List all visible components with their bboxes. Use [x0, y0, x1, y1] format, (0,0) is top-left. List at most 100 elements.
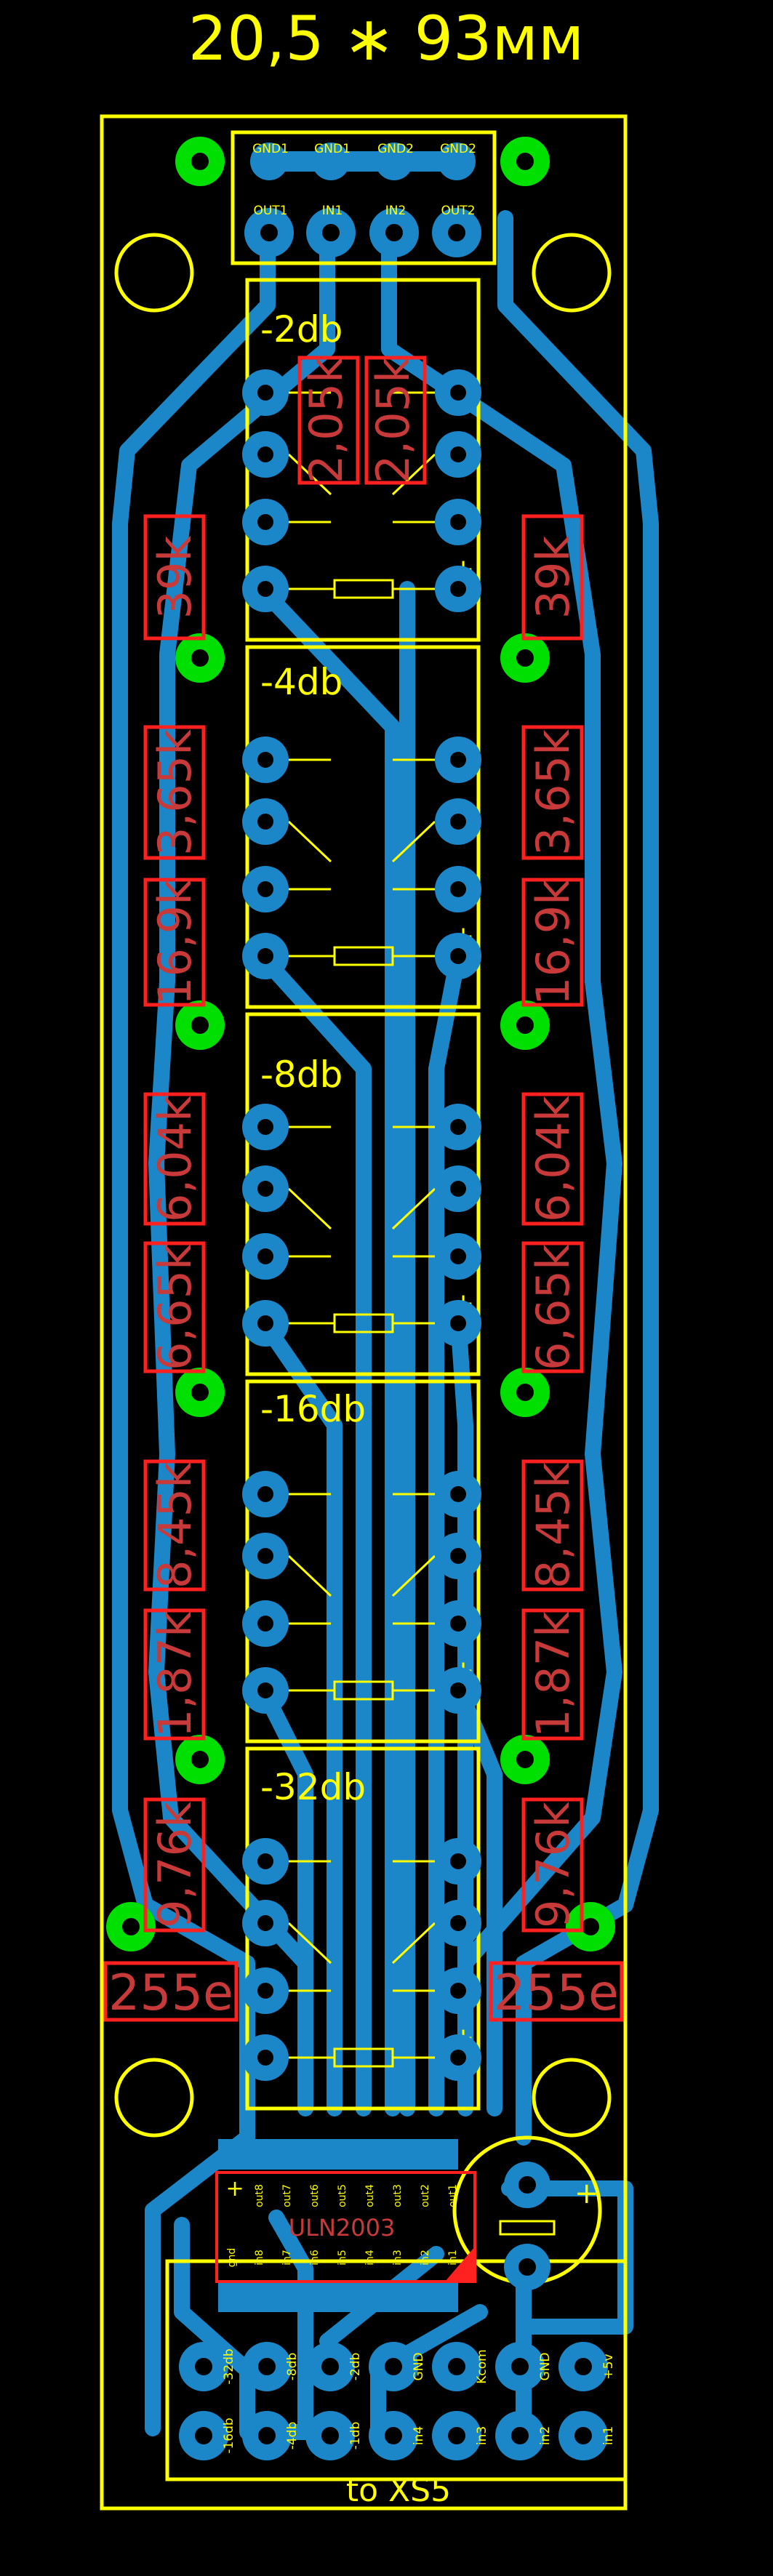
bottom-label-top-2: -8db — [285, 2353, 300, 2381]
relay-2-switch-a — [287, 820, 332, 863]
chip-bottom-pin-1: gnd — [226, 2248, 238, 2268]
capacitor-body — [499, 2220, 556, 2236]
resistor-665-right-label: 6,65k — [526, 1244, 580, 1371]
mount-hole-top-left — [114, 233, 194, 313]
footer-label: to XS5 — [346, 2472, 451, 2509]
top-connector-outline — [231, 130, 497, 265]
stage-label-2: -4db — [260, 661, 343, 703]
trace-bus-3 — [254, 948, 372, 2116]
resistor-187-right: 1,87k — [521, 1608, 584, 1741]
resistor-365-left-label: 3,65k — [148, 729, 201, 856]
label-gnd-4: GND2 — [440, 142, 476, 156]
bottom-label-top-3: -2db — [348, 2353, 363, 2381]
stage-label-4: -16db — [260, 1388, 366, 1430]
chip-outline — [215, 2171, 476, 2283]
bottom-label-top-7: +5v — [601, 2354, 616, 2379]
trace-left-outer — [112, 210, 276, 2146]
trace-bus-5 — [254, 1679, 313, 2116]
resistor-255-right-label: 255e — [494, 1965, 619, 2022]
relay-1-coil — [333, 579, 394, 599]
resistor-255-left-label: 255e — [108, 1965, 233, 2022]
chip-bottom-pin-3: in7 — [281, 2250, 293, 2266]
chip-top-pad-strip — [218, 2139, 458, 2170]
resistor-39-right-label: 39k — [526, 536, 580, 619]
resistor-169-left: 16,9k — [143, 878, 206, 1007]
label-out2: OUT2 — [441, 204, 475, 218]
trace-bottom-3 — [174, 2217, 255, 2440]
bottom-connector-outline — [165, 2259, 628, 2481]
bottom-label-bottom-6: in2 — [538, 2426, 553, 2445]
board-size-title: 20,5 ∗ 93мм — [188, 3, 584, 74]
chip-top-pin-5: out5 — [337, 2184, 348, 2207]
relay-2-coil — [333, 946, 394, 966]
capacitor-plus: + — [574, 2177, 599, 2210]
resistor-365-left: 3,65k — [143, 725, 206, 860]
resistor-365-right-label: 3,65k — [526, 729, 580, 856]
stage-labels: -2db -4db -8db -16db -32db — [260, 308, 366, 1808]
stage-label-3: -8db — [260, 1054, 343, 1096]
chip-top-pin-7: out3 — [392, 2184, 404, 2207]
bottom-label-bottom-5: in3 — [475, 2426, 489, 2445]
bottom-label-bottom-7: in1 — [601, 2426, 616, 2445]
chip-bottom-pin-2: in8 — [254, 2250, 265, 2266]
resistor-169-right-label: 16,9k — [526, 879, 580, 1006]
label-out1: OUT1 — [253, 204, 287, 218]
chip-top-pin-8: out2 — [420, 2184, 431, 2207]
label-gnd-1: GND1 — [252, 142, 289, 156]
chip-top-pin-3: out7 — [281, 2184, 293, 2207]
trace-bus-4 — [254, 1312, 343, 2116]
bottom-label-top-6: GND — [538, 2353, 553, 2381]
bottom-label-top-4: GND — [412, 2353, 426, 2381]
resistor-976-left: 9,76k — [143, 1797, 206, 1933]
chip-bottom-pin-8: in2 — [420, 2250, 431, 2266]
resistor-845-left: 8,45k — [143, 1459, 206, 1592]
stage-label-1: -2db — [260, 308, 343, 350]
label-in2: IN2 — [385, 204, 406, 218]
label-gnd-3: GND2 — [377, 142, 414, 156]
chip-pin1-marker — [445, 2247, 475, 2282]
relay-3-coil — [333, 1313, 394, 1333]
chip-top-pin-4: out6 — [309, 2184, 321, 2207]
top-connector-pads: GND1 GND1 GND2 GND2 OUT1 IN1 IN2 OUT2 — [244, 142, 481, 257]
relay-1-switch-a — [287, 453, 332, 496]
resistor-604-left: 6,04k — [143, 1092, 206, 1226]
resistor-39-left: 39k — [143, 514, 206, 641]
trace-right-inner — [381, 210, 622, 1971]
bottom-label-bottom-2: -4db — [285, 2422, 300, 2450]
resistor-665-right: 6,65k — [521, 1241, 584, 1373]
chip-bottom-pin-5: in5 — [337, 2250, 348, 2266]
resistor-169-left-label: 16,9k — [148, 879, 201, 1006]
bottom-label-bottom-1: -16db — [222, 2417, 236, 2453]
bottom-connector: -32db-16db-8db-4db-2db-1dbGNDin4Kcomin3G… — [179, 2342, 616, 2460]
resistor-187-left: 1,87k — [143, 1608, 206, 1741]
chip-bottom-pin-4: in6 — [309, 2250, 321, 2266]
resistor-top-right: 2,05k — [364, 356, 427, 485]
resistor-255-right: 255e — [489, 1961, 624, 2022]
relay-5-switch-a — [287, 1922, 332, 1965]
resistor-365-right: 3,65k — [521, 725, 584, 860]
gnd-bus — [269, 151, 457, 172]
mount-hole-bottom-right — [532, 2058, 612, 2138]
resistor-976-right-label: 9,76k — [526, 1802, 580, 1928]
resistor-845-right: 8,45k — [521, 1459, 584, 1592]
resistor-604-right: 6,04k — [521, 1092, 584, 1226]
resistor-top-left: 2,05k — [297, 356, 360, 485]
label-in1: IN1 — [322, 204, 343, 218]
relay-4-switch-a — [287, 1554, 332, 1597]
relay-4-coil — [333, 1680, 394, 1701]
resistor-top-right-label: 2,05k — [367, 357, 420, 483]
trace-bottom-1 — [145, 2130, 255, 2436]
stage-label-5: -32db — [260, 1766, 366, 1808]
chip-top-pin-9: out1 — [447, 2184, 459, 2207]
relay-5-coil — [333, 2047, 394, 2068]
chip-bottom-pin-9: in1 — [447, 2250, 459, 2266]
resistor-604-left-label: 6,04k — [148, 1096, 201, 1222]
chip-top-pin-6: out4 — [364, 2184, 376, 2207]
chip-bottom-pad-strip — [218, 2283, 458, 2312]
bottom-label-bottom-4: in4 — [412, 2426, 426, 2445]
chip-top-pin-1: + — [225, 2176, 244, 2202]
relay-3-switch-a — [287, 1187, 332, 1230]
resistor-604-right-label: 6,04k — [526, 1096, 580, 1222]
